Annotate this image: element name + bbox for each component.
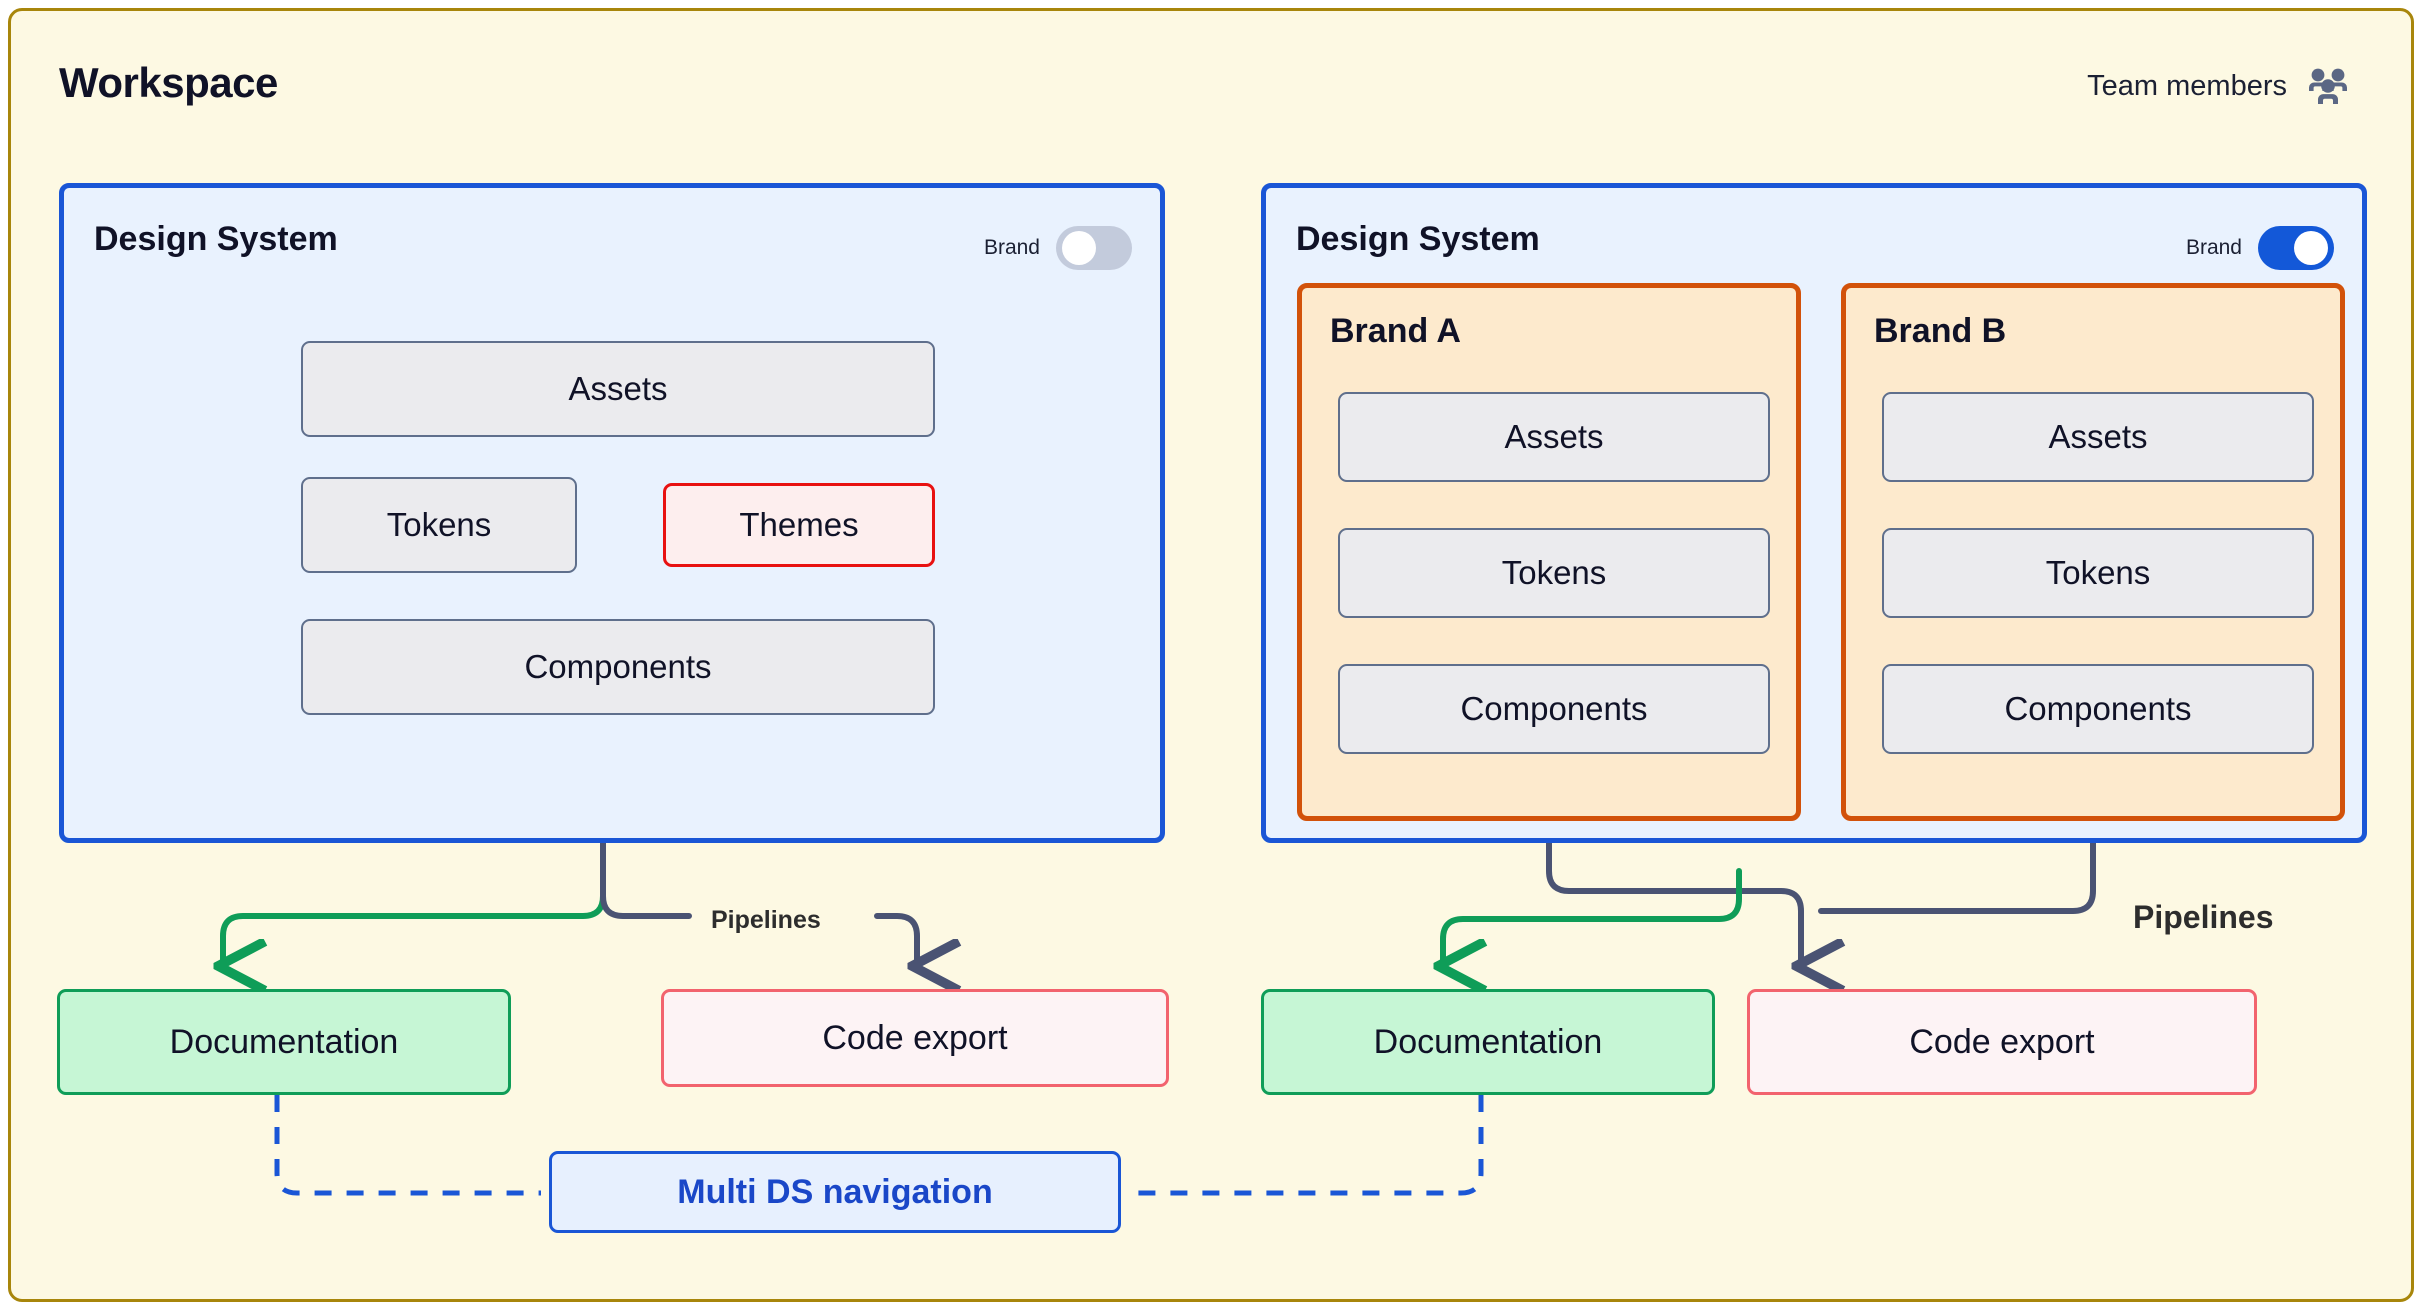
code-export-box-left[interactable]: Code export <box>661 989 1169 1087</box>
workspace-frame: Workspace Team members Design System Bra… <box>8 8 2414 1302</box>
brand-toggle-label-right: Brand <box>2185 236 2242 259</box>
page-title: Workspace <box>59 59 278 106</box>
brand-toggle-label-left: Brand <box>983 236 1040 259</box>
team-members-icon[interactable] <box>2305 67 2351 105</box>
brand-panel-a[interactable]: Brand A Assets Tokens Components <box>1297 283 1801 821</box>
brand-b-title: Brand B <box>1874 312 2007 350</box>
pipelines-label-right: Pipelines <box>2133 899 2274 935</box>
right-pipeline-to-documentation <box>1443 868 1742 966</box>
brand-toggle-left-knob <box>1062 231 1096 265</box>
team-members-icon-svg <box>2309 68 2347 104</box>
design-system-title-right: Design System <box>1296 220 1540 258</box>
multi-ds-navigation-box[interactable]: Multi DS navigation <box>549 1151 1121 1233</box>
design-system-title-left: Design System <box>94 220 338 258</box>
ds-left-item-assets[interactable]: Assets <box>301 341 935 437</box>
brand-b-item-assets[interactable]: Assets <box>1882 392 2314 482</box>
brand-toggle-right-knob <box>2294 231 2328 265</box>
ds-left-item-components[interactable]: Components <box>301 619 935 715</box>
left-pipeline-to-code-export <box>874 913 917 966</box>
ds-left-item-tokens[interactable]: Tokens <box>301 477 577 573</box>
pipelines-label-left: Pipelines <box>711 906 821 934</box>
team-members-label: Team members <box>2087 69 2287 102</box>
team-members[interactable]: Team members <box>2087 67 2351 105</box>
ds-left-item-themes[interactable]: Themes <box>663 483 935 567</box>
brand-toggle-right-wrap[interactable]: Brand <box>2186 226 2334 270</box>
code-export-box-right[interactable]: Code export <box>1747 989 2257 1095</box>
left-pipeline-trunk <box>600 840 692 919</box>
brand-b-item-tokens[interactable]: Tokens <box>1882 528 2314 618</box>
brand-a-item-components[interactable]: Components <box>1338 664 1770 754</box>
doc-left-to-multi-ds-nav-link <box>274 1095 541 1196</box>
brand-toggle-left-wrap[interactable]: Brand <box>984 226 1132 270</box>
design-system-panel-left[interactable]: Design System Brand <box>59 183 1165 843</box>
left-pipeline-to-documentation <box>223 840 606 966</box>
brand-a-item-tokens[interactable]: Tokens <box>1338 528 1770 618</box>
brand-toggle-right[interactable] <box>2258 226 2334 270</box>
brand-panel-b[interactable]: Brand B Assets Tokens Components <box>1841 283 2345 821</box>
brand-b-item-components[interactable]: Components <box>1882 664 2314 754</box>
doc-right-to-multi-ds-nav-link <box>1129 1095 1484 1196</box>
brand-a-title: Brand A <box>1330 312 1461 350</box>
brand-toggle-left[interactable] <box>1056 226 1132 270</box>
documentation-box-left[interactable]: Documentation <box>57 989 511 1095</box>
documentation-box-right[interactable]: Documentation <box>1261 989 1715 1095</box>
brand-a-item-assets[interactable]: Assets <box>1338 392 1770 482</box>
